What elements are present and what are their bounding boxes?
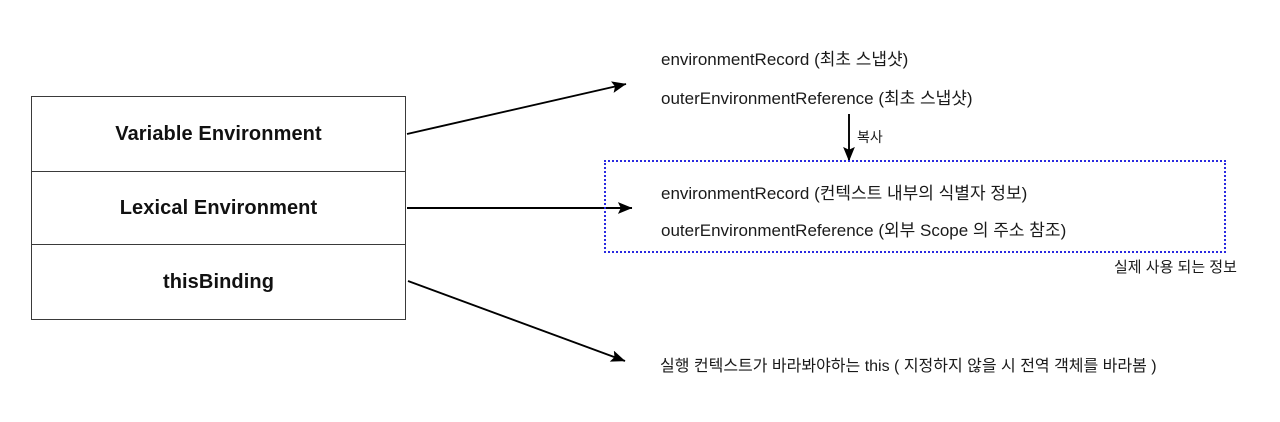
ec-cell-variable-environment[interactable]: Variable Environment [31,96,406,172]
execution-context-box: Variable Environment Lexical Environment… [31,96,406,320]
ec-cell-label: thisBinding [162,270,275,293]
arrow-up-right-icon [406,81,627,135]
lexical-environment-line-0: environmentRecord (컨텍스트 내부의 식별자 정보) [661,184,1028,203]
lexical-environment-dotted-box [604,160,1226,253]
variable-environment-line-1: outerEnvironmentReference (최초 스냅샷) [661,89,973,108]
arrow-down-right-icon [407,280,626,362]
variable-environment-line-0: environmentRecord (최초 스냅샷) [661,50,909,69]
ec-cell-lexical-environment[interactable]: Lexical Environment [31,171,406,245]
lexical-environment-caption: 실제 사용 되는 정보 [1114,259,1237,276]
ec-cell-label: Lexical Environment [119,196,318,219]
copy-arrow-label: 복사 [857,129,883,145]
lexical-environment-line-1: outerEnvironmentReference (외부 Scope 의 주소… [661,221,1067,240]
ec-cell-this-binding[interactable]: thisBinding [31,244,406,320]
ec-cell-label: Variable Environment [115,122,322,145]
this-binding-description: 실행 컨텍스트가 바라봐야하는 this ( 지정하지 않을 시 전역 객체를 … [660,358,1157,375]
